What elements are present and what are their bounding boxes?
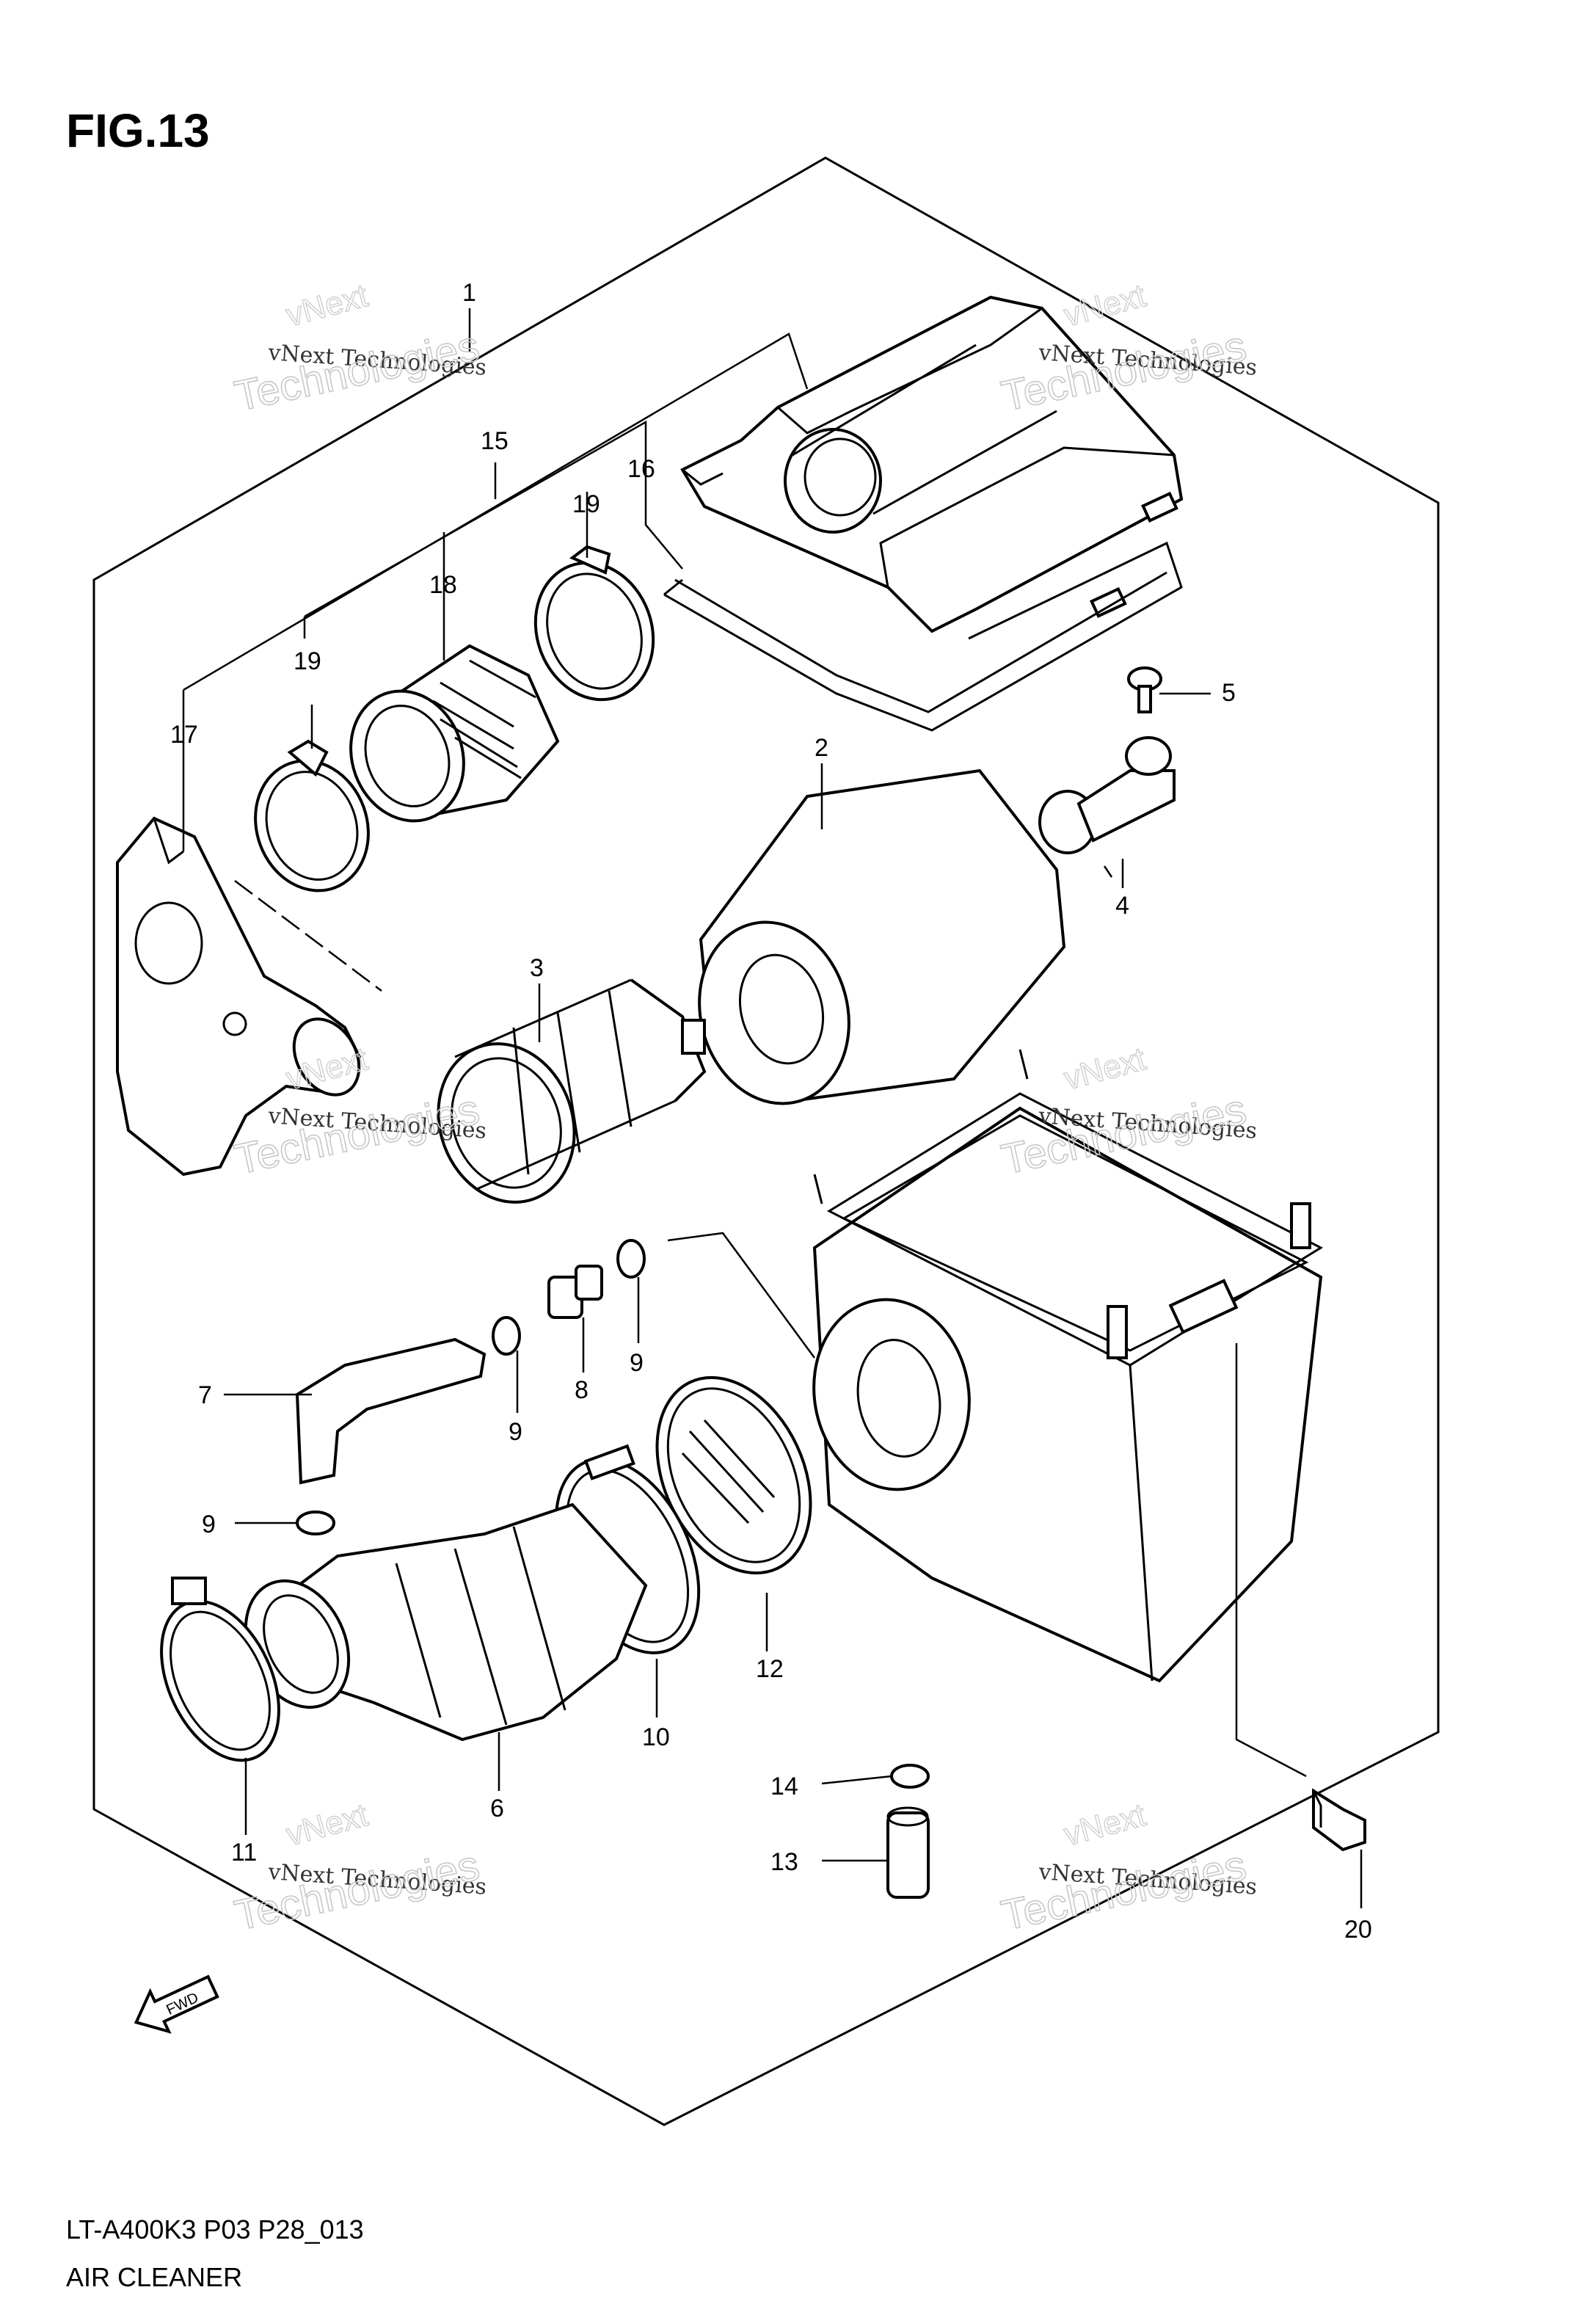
callout-13: 13 — [770, 1848, 798, 1876]
callout-8: 8 — [575, 1376, 589, 1404]
watermark-mid-right: vNext vNext Technologies Technologies — [996, 1041, 1258, 1185]
hose-clip-a — [492, 1316, 521, 1356]
svg-text:vNext: vNext — [283, 277, 371, 333]
screw — [1127, 666, 1162, 713]
bellows-duct — [349, 644, 560, 823]
callout-11: 11 — [231, 1839, 257, 1866]
callout-19a: 19 — [294, 647, 321, 675]
svg-text:vNext: vNext — [1060, 1041, 1149, 1097]
callout-15: 15 — [481, 427, 509, 455]
callout-16: 16 — [627, 455, 655, 483]
plug-clip — [890, 1764, 930, 1789]
svg-text:vNext: vNext — [283, 1797, 371, 1853]
inlet-clamp — [160, 1577, 280, 1762]
callout-14: 14 — [770, 1773, 798, 1800]
callout-18: 18 — [429, 571, 457, 599]
hose-clip-c — [296, 1511, 335, 1535]
callout-7: 7 — [198, 1381, 212, 1409]
callout-1: 1 — [462, 279, 476, 307]
drain-tube — [886, 1806, 930, 1899]
watermark-bottom-right: vNext vNext Technologies Technologies — [996, 1797, 1258, 1941]
svg-text:vNext: vNext — [1060, 277, 1149, 333]
callout-5: 5 — [1222, 679, 1236, 707]
upper-clamp-b — [533, 545, 655, 702]
drain-plug — [1038, 736, 1176, 854]
figure-title: FIG.13 — [66, 104, 210, 157]
callout-19b: 19 — [572, 490, 600, 518]
inlet-elbow — [116, 816, 362, 1177]
callout-20: 20 — [1344, 1916, 1372, 1944]
svg-text:Technologies: Technologies — [230, 322, 484, 421]
callout-12: 12 — [756, 1655, 784, 1683]
callout-4: 4 — [1115, 892, 1129, 920]
upper-clamp-a — [254, 739, 370, 893]
air-cleaner-cap — [680, 295, 1184, 633]
callout-9b: 9 — [630, 1349, 644, 1377]
svg-text:vNext: vNext — [1060, 1797, 1149, 1853]
callout-6: 6 — [490, 1795, 504, 1822]
filter-cage — [437, 978, 707, 1204]
callout-17: 17 — [170, 721, 198, 749]
fwd-arrow-icon: FWD — [134, 1974, 219, 2034]
callout-9a: 9 — [509, 1418, 522, 1446]
assembly-frame — [92, 156, 1440, 2126]
breather-hose — [295, 1337, 487, 1485]
mounting-bolt — [1312, 1788, 1366, 1852]
callout-2: 2 — [815, 734, 828, 762]
svg-text:Technologies: Technologies — [230, 1842, 484, 1940]
callout-3: 3 — [530, 954, 544, 982]
cap-gasket — [663, 541, 1183, 732]
callout-10: 10 — [642, 1723, 670, 1751]
section-title: AIR CLEANER — [66, 2262, 242, 2292]
watermark-bottom-left: vNext vNext Technologies Technologies — [230, 1797, 487, 1941]
hose-clip-b — [616, 1239, 646, 1279]
svg-text:Technologies: Technologies — [997, 1842, 1250, 1940]
model-code: LT-A400K3 P03 P28_013 — [66, 2214, 364, 2244]
filter-element — [698, 768, 1066, 1105]
watermark-top-left: vNext vNext Technologies Technologies — [230, 277, 487, 421]
outlet-tube — [244, 1502, 648, 1742]
hose-fitting — [547, 1265, 603, 1319]
leader-lines — [182, 308, 1363, 1908]
air-cleaner-case — [812, 1049, 1324, 1683]
callout-9c: 9 — [202, 1511, 216, 1538]
